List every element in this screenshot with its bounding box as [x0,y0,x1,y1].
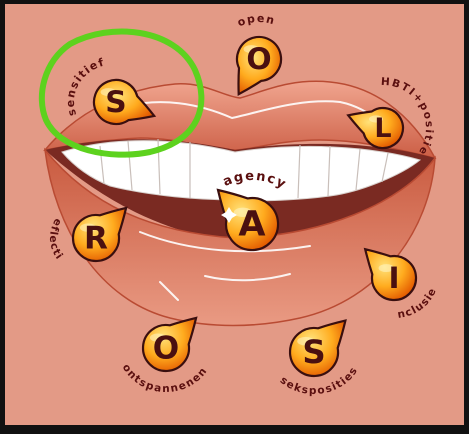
drop-letter: O [153,330,179,366]
drop-letter: R [84,220,108,256]
drop-letter: S [302,333,325,371]
drop-letter: S [105,85,126,120]
drop-letter: I [388,261,399,296]
drop-letter: A [238,204,265,245]
drop-letter: O [246,42,271,77]
drop-letter: L [374,113,391,144]
